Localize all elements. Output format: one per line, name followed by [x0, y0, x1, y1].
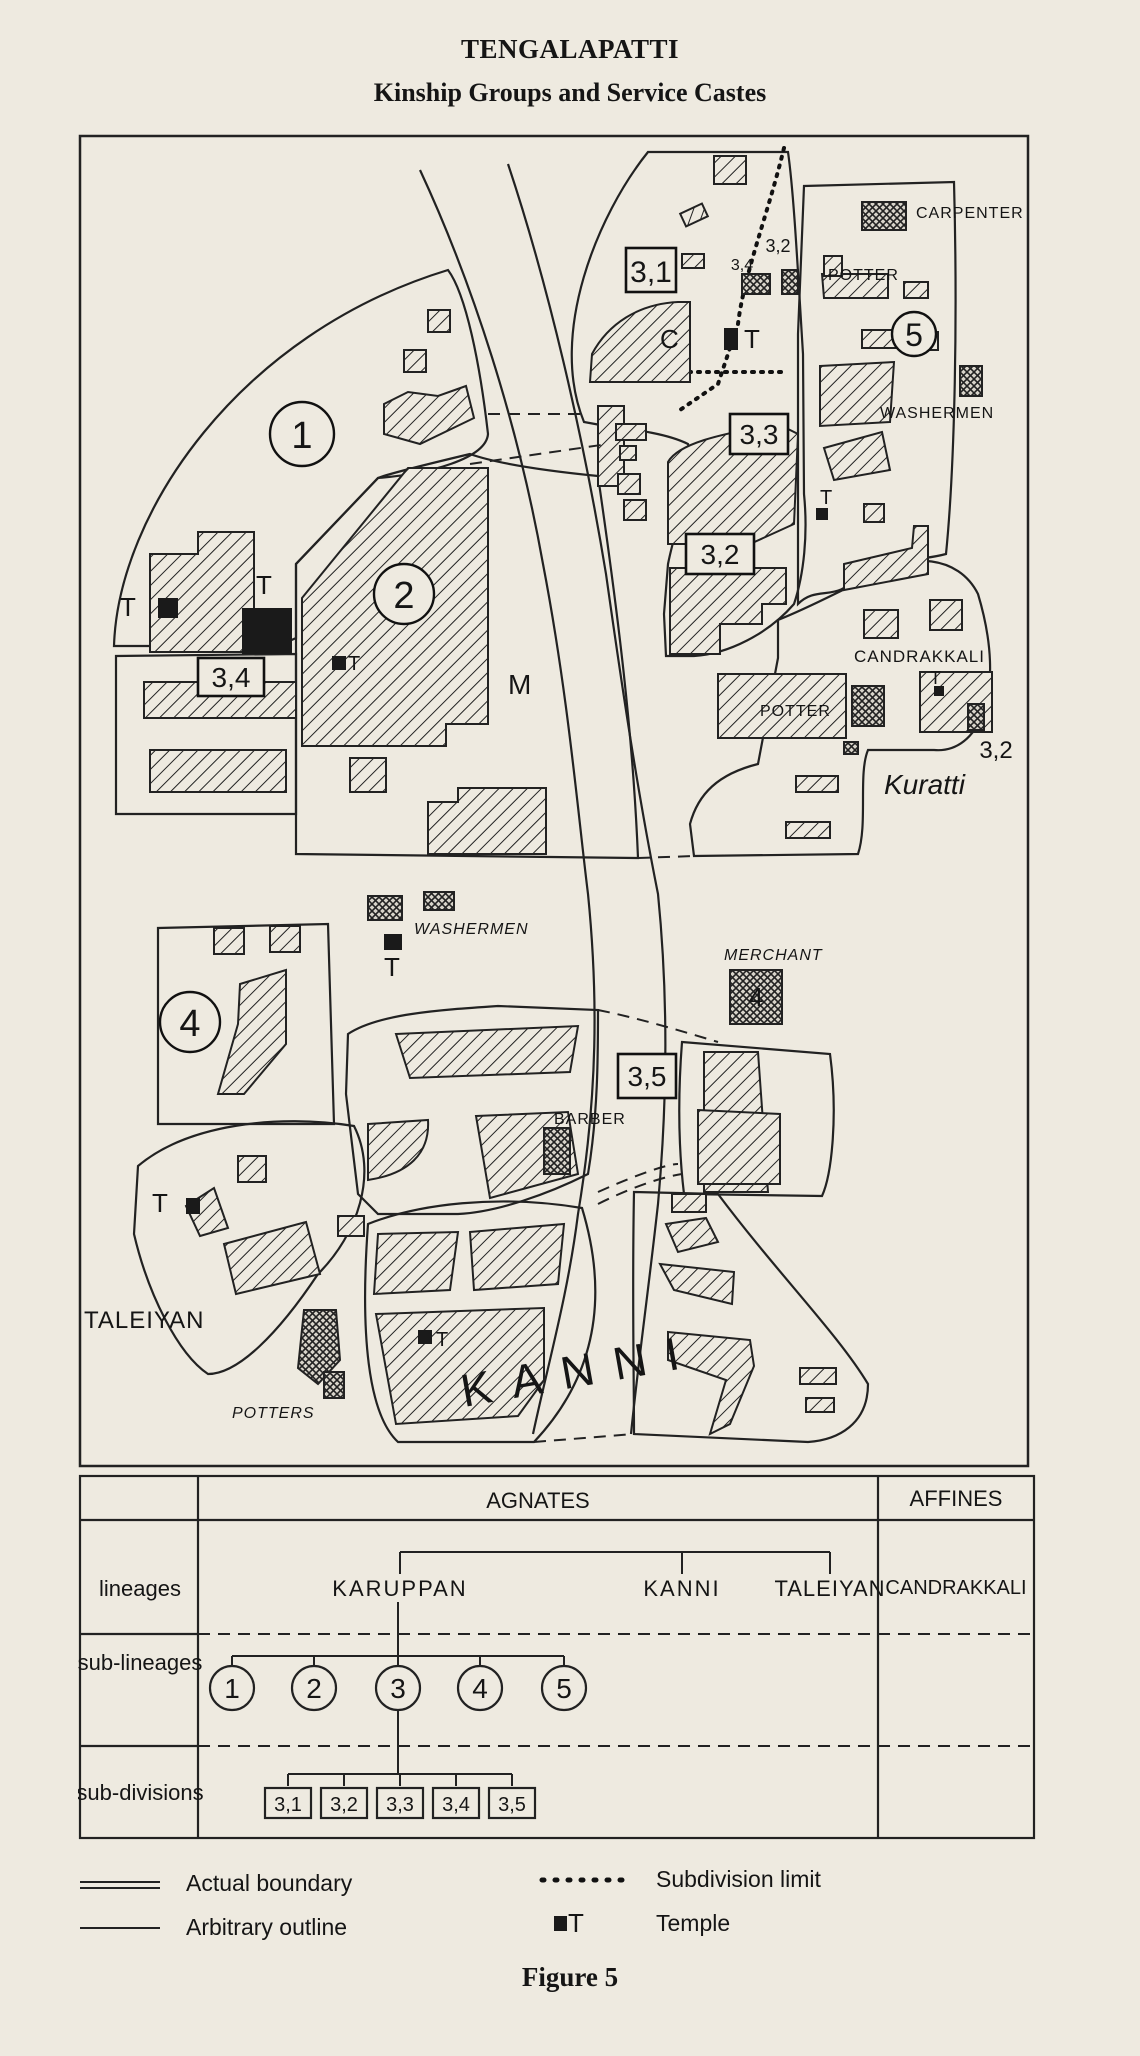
map-label-potters: POTTERS [232, 1405, 315, 1422]
row-label-sublineages: sub-lineages [78, 1650, 202, 1675]
map-subdivision-32-candrakkali: 3,2 [979, 737, 1012, 764]
subdivision-boxes-map [196, 246, 790, 1100]
map-subdivision-34: 3,4 [212, 662, 251, 693]
map-sublineage-2: 2 [393, 575, 414, 617]
subdivision-31-label: 3,1 [274, 1794, 302, 1816]
legend-subdivision-limit: Subdivision limit [656, 1866, 821, 1892]
temple-kanni [418, 1330, 432, 1344]
map-subdivision-35: 3,5 [628, 1061, 667, 1092]
subdivision-34-label: 3,4 [442, 1794, 470, 1816]
sublineage-circles-map [158, 310, 938, 1054]
subdivision-limit [678, 146, 790, 412]
temple-label-8: T [152, 1188, 168, 1218]
houses-upper-left [143, 309, 547, 855]
temple-label-4: T [744, 324, 760, 354]
figure-caption: Figure 5 [521, 1962, 619, 1992]
main-road [419, 163, 667, 1435]
affine-candrakkali: CANDRAKKALI [885, 1577, 1026, 1599]
map-label-candrakkali: CANDRAKKALI [854, 647, 985, 666]
actual-boundary-links [469, 413, 719, 1443]
map-label-m: M [508, 669, 531, 700]
row-label-sublineages-text: sub-lineages [78, 1650, 202, 1675]
sublineage-1-label: 1 [224, 1673, 240, 1704]
lineage-taleiyan: TALEIYAN [774, 1576, 885, 1601]
temple-label-7: T [384, 952, 400, 982]
village-map: 1 2 5 4 3,1 3,3 3,2 3,4 3,5 3,4 3,2 3,2 … [78, 134, 1030, 1468]
temple-label-1: T [120, 592, 136, 622]
temple-label-9: T [436, 1329, 448, 1351]
houses-kanni [372, 1193, 837, 1436]
map-frame [78, 134, 1030, 1468]
temples-right [724, 328, 944, 696]
legend-temple: Temple [656, 1910, 731, 1936]
kanni-area [363, 1190, 870, 1444]
map-label-carpenter: CARPENTER [916, 205, 1024, 222]
map-sublineage-1: 1 [291, 415, 312, 457]
map-label-barber: BARBER [554, 1111, 626, 1128]
temple-symbol [554, 1916, 567, 1931]
map-label-kuratti: Kuratti [884, 769, 966, 800]
header-affines: AFFINES [910, 1486, 1003, 1511]
map-label-washermen-1: WASHERMEN [880, 405, 994, 422]
map-label-washermen-2: WASHERMEN [414, 921, 529, 938]
sublineage-2-area [294, 452, 640, 860]
row-label-subdivisions: sub-divisions [78, 1780, 204, 1805]
map-sublineage-4: 4 [179, 1003, 200, 1045]
temple-symbol-letter: T [568, 1908, 584, 1938]
temple-label-2: T [256, 570, 272, 600]
temple-label-3: T [348, 653, 360, 675]
map-label-merchant: MERCHANT [724, 947, 823, 964]
sublineage-5-area [796, 180, 957, 607]
service-caste-houses-central [543, 969, 783, 1175]
sublineage-4-label: 4 [472, 1673, 488, 1704]
sublineage-2-label: 2 [306, 1673, 322, 1704]
service-caste-houses-right [741, 201, 985, 755]
map-sublineage-5: 5 [905, 317, 923, 353]
temple-taleiyan [186, 1198, 200, 1214]
taleiyan-area [132, 1120, 366, 1376]
map-subdivision-31: 3,1 [630, 256, 672, 289]
map-label-potter-2: POTTER [760, 703, 831, 720]
map-merchant-number: 4 [749, 982, 763, 1012]
subdivision-32-label: 3,2 [330, 1794, 358, 1816]
temple-label-6: T [930, 668, 941, 688]
houses-sublineage-4 [213, 925, 301, 1095]
lineage-tree [231, 1551, 831, 1786]
kinship-table: AGNATES AFFINES lineages sub-lineages su… [78, 1474, 1036, 1840]
header-agnates: AGNATES [486, 1488, 590, 1513]
temple-center [384, 934, 402, 950]
subdivision-34-area [114, 652, 298, 816]
houses-taleiyan [184, 1155, 365, 1296]
map-subdivision-34-small: 3,4 [731, 257, 753, 274]
map-subdivision-32-small: 3,2 [765, 236, 790, 256]
map-label-c: C [660, 324, 679, 354]
washermen-houses-center [367, 891, 455, 921]
legend-arbitrary-outline: Arbitrary outline [186, 1914, 348, 1940]
subdivision-33-label: 3,3 [386, 1794, 414, 1816]
potters-houses [296, 1309, 345, 1399]
subdivision-boxes [263, 1786, 537, 1820]
lineage-karuppan: KARUPPAN [332, 1576, 467, 1601]
merchant-area [678, 1040, 835, 1198]
page-title: TENGALAPATTI [460, 34, 680, 64]
row-label-subdivisions-text: sub-divisions [78, 1780, 204, 1805]
sublineage-5-label: 5 [556, 1673, 572, 1704]
map-label-taleiyan: TALEIYAN [84, 1307, 204, 1334]
sublineage-3-label: 3 [390, 1673, 406, 1704]
sublineage-circles [208, 1664, 588, 1712]
map-subdivision-33: 3,3 [740, 419, 779, 450]
legend-actual-boundary: Actual boundary [186, 1870, 353, 1896]
map-temple-labels: T T T T T T T T T [120, 324, 941, 1351]
connector-houses [615, 423, 647, 521]
page-subtitle: Kinship Groups and Service Castes [373, 78, 767, 107]
legend-symbols: T [80, 1877, 625, 1938]
temples-upper-left [158, 598, 346, 670]
subdivision-35-area [344, 1004, 600, 1216]
map-subdivision-32: 3,2 [701, 539, 740, 570]
lineage-kanni: KANNI [643, 1576, 720, 1601]
map-label-potter-1: POTTER [828, 267, 899, 284]
row-label-lineages: lineages [99, 1576, 181, 1601]
subdivision-35-label: 3,5 [498, 1794, 526, 1816]
temple-label-5: T [820, 487, 832, 509]
